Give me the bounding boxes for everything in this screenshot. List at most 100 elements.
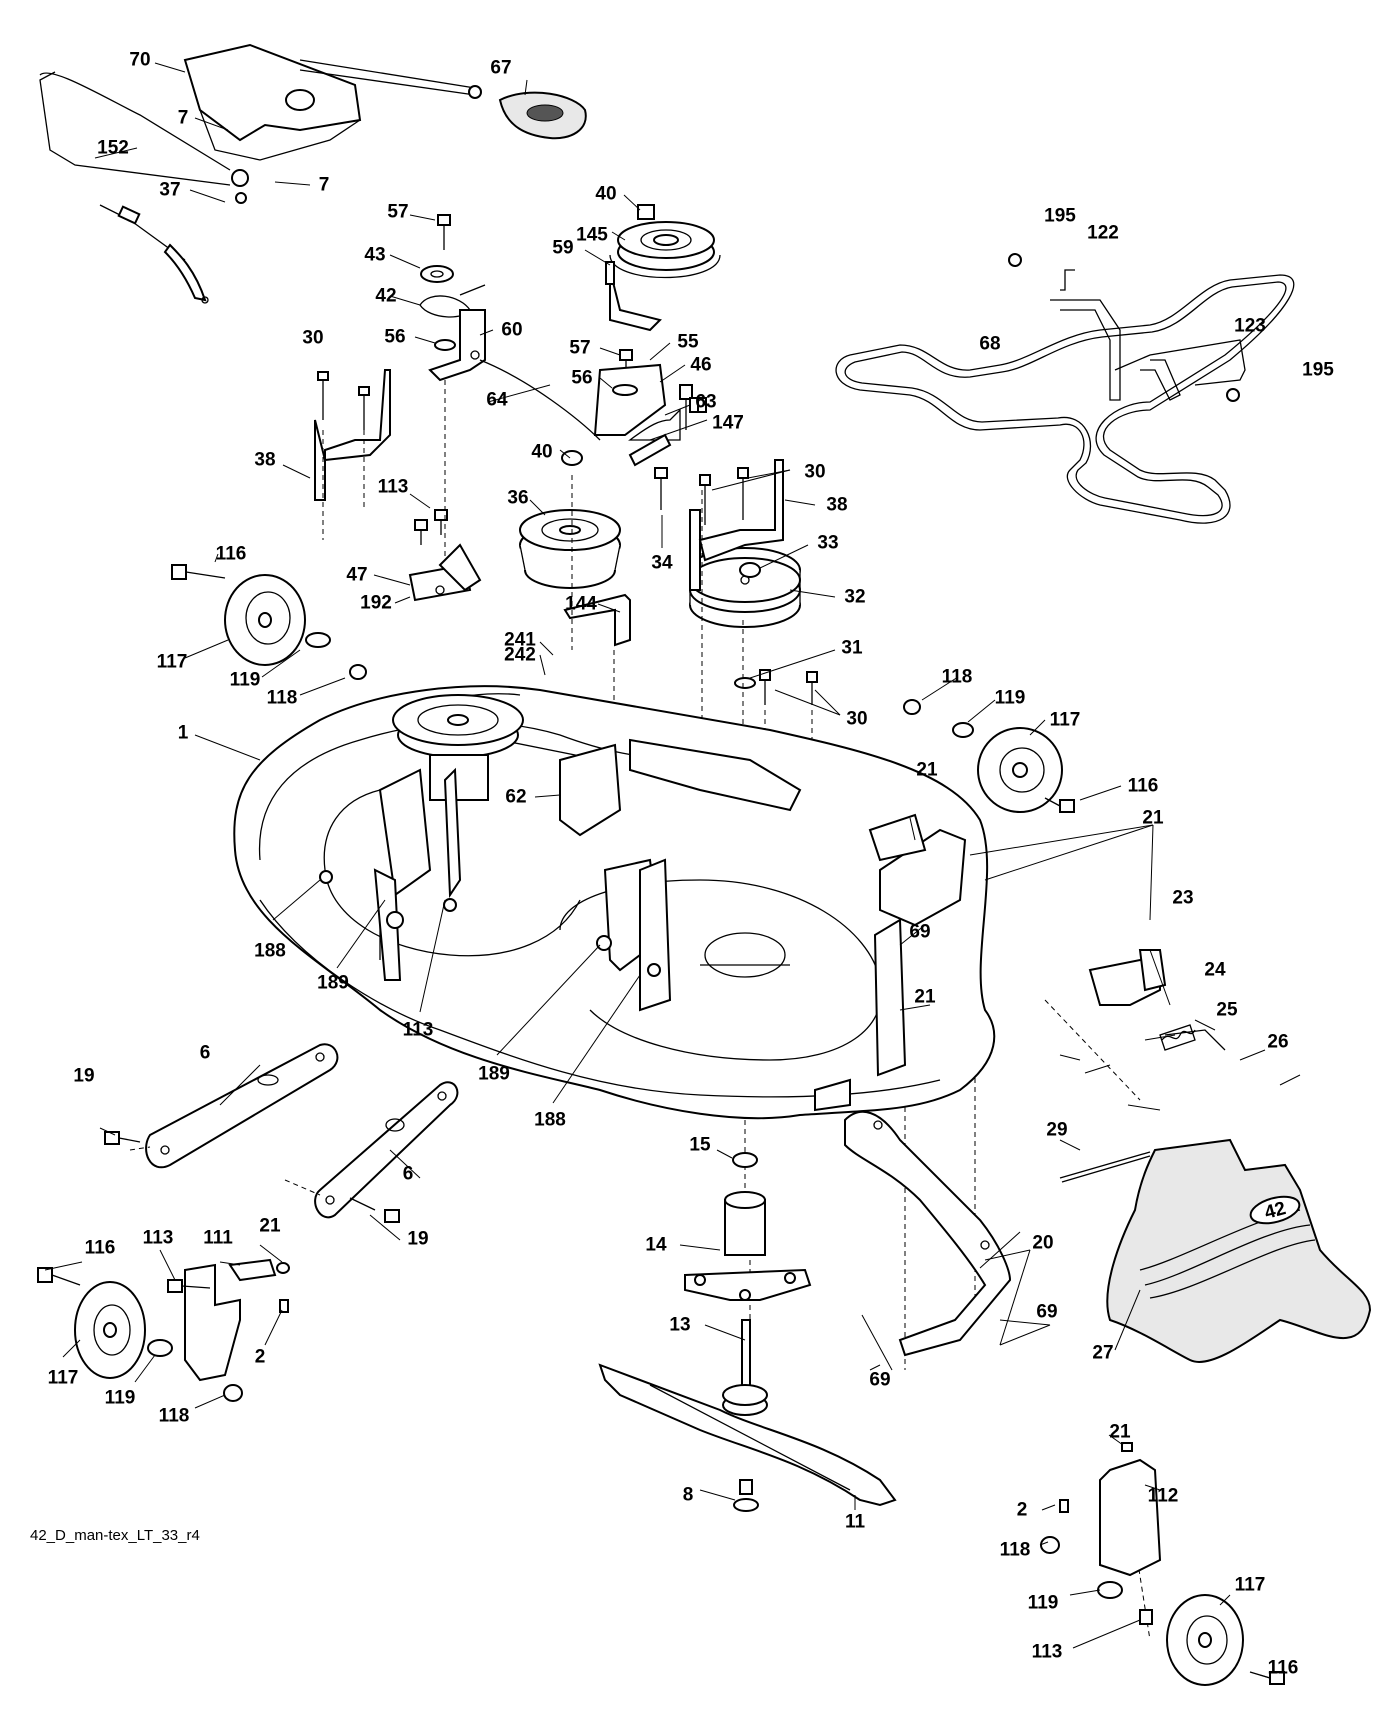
- callout-label: 6: [200, 1043, 211, 1064]
- callout-label: 30: [804, 462, 825, 483]
- callout-label: 36: [507, 488, 528, 509]
- callout-label: 117: [1235, 1575, 1266, 1596]
- callout-label: 2: [255, 1347, 266, 1368]
- callout-label: 25: [1216, 1000, 1238, 1021]
- callout-label: 6: [403, 1164, 414, 1185]
- callout-label: 113: [378, 477, 409, 498]
- belts: [835, 274, 1295, 524]
- callout-label: 2: [1017, 1500, 1028, 1521]
- callout-label: 46: [690, 355, 711, 376]
- callout-label: 56: [571, 368, 592, 389]
- callout-label: 241: [504, 630, 536, 651]
- callout-label: 19: [407, 1229, 428, 1250]
- callout-label: 192: [360, 593, 392, 614]
- callout-label: 26: [1267, 1032, 1288, 1053]
- callout-label: 63: [695, 392, 716, 413]
- callout-label: 195: [1302, 360, 1334, 381]
- callout-label: 118: [267, 688, 298, 709]
- mounting-brackets: [104, 1043, 459, 1223]
- callout-label: 117: [48, 1368, 79, 1389]
- callout-label: 69: [869, 1370, 890, 1391]
- callout-label: 21: [259, 1216, 281, 1237]
- callout-label: 15: [689, 1135, 711, 1156]
- spindle-assembly: [598, 1152, 897, 1512]
- callout-label: 189: [317, 973, 349, 994]
- leader-lines: [44, 62, 1301, 1679]
- callout-label: 7: [178, 108, 189, 129]
- callout-label: 30: [302, 328, 323, 349]
- callout-label: 40: [531, 442, 552, 463]
- callout-label: 113: [143, 1228, 174, 1249]
- callout-label: 119: [1028, 1593, 1059, 1614]
- callout-label: 57: [387, 202, 408, 223]
- callout-label: 152: [97, 138, 129, 159]
- callout-label: 37: [159, 180, 180, 201]
- discharge-chute: 42: [1059, 1138, 1372, 1363]
- callout-label: 113: [403, 1020, 434, 1041]
- diagram-code: 42_D_man-tex_LT_33_r4: [30, 1527, 200, 1544]
- callout-label: 55: [677, 332, 699, 353]
- callout-label: 8: [683, 1485, 694, 1506]
- callout-label: 38: [826, 495, 847, 516]
- callout-label: 56: [384, 327, 405, 348]
- callout-label: 188: [254, 941, 286, 962]
- callout-label: 68: [979, 334, 1000, 355]
- callout-label: 188: [534, 1110, 566, 1131]
- callout-label: 116: [85, 1238, 116, 1259]
- callout-label: 145: [576, 225, 608, 246]
- callout-label: 116: [1128, 776, 1159, 797]
- callout-label: 119: [230, 670, 261, 691]
- callout-label: 19: [73, 1066, 94, 1087]
- callout-label: 24: [1204, 960, 1226, 981]
- callout-label: 57: [569, 338, 590, 359]
- callout-label: 116: [216, 544, 247, 565]
- callout-label: 189: [478, 1064, 510, 1085]
- callout-label: 21: [1109, 1422, 1131, 1443]
- callout-label: 29: [1046, 1120, 1067, 1141]
- callout-label: 117: [1050, 710, 1081, 731]
- callout-label: 42: [375, 286, 396, 307]
- callout-label: 69: [1036, 1302, 1057, 1323]
- callout-label: 144: [565, 594, 597, 615]
- callout-label: 47: [346, 565, 367, 586]
- callout-label: 122: [1087, 223, 1119, 244]
- callout-label: 7: [319, 175, 330, 196]
- callout-label: 31: [841, 638, 863, 659]
- callout-label: 13: [669, 1315, 690, 1336]
- callout-label: 119: [995, 688, 1026, 709]
- callout-label: 20: [1032, 1233, 1053, 1254]
- callout-label: 67: [490, 58, 511, 79]
- callout-label: 62: [505, 787, 526, 808]
- mower-deck: [233, 685, 996, 1120]
- callout-label: 21: [1142, 808, 1164, 829]
- callout-label: 118: [942, 667, 973, 688]
- callout-label: 111: [203, 1228, 233, 1249]
- lift-lever-assembly: [39, 43, 482, 304]
- callout-label: 64: [486, 390, 508, 411]
- callout-label: 21: [916, 760, 938, 781]
- callout-label: 118: [1000, 1540, 1031, 1561]
- callout-label: 38: [254, 450, 275, 471]
- latch-spring: [1088, 949, 1226, 1051]
- callout-label: 33: [817, 533, 838, 554]
- callout-label: 11: [845, 1512, 866, 1533]
- callout-labels: 70 67 7 7 152 37 57 43 42 56 60 30 38 11…: [48, 50, 1335, 1679]
- callout-label: 113: [1032, 1642, 1063, 1663]
- callout-label: 195: [1044, 206, 1076, 227]
- idler-bracket: [593, 204, 721, 510]
- callout-label: 117: [157, 652, 188, 673]
- callout-label: 40: [595, 184, 616, 205]
- callout-label: 32: [844, 587, 865, 608]
- callout-label: 69: [909, 922, 930, 943]
- callout-label: 242: [504, 645, 536, 666]
- callout-label: 34: [651, 553, 673, 574]
- callout-label: 21: [914, 987, 936, 1008]
- deflector-bracket: [844, 1110, 1012, 1357]
- callout-label: 112: [1148, 1486, 1179, 1507]
- callout-label: 14: [645, 1235, 667, 1256]
- callout-label: 27: [1092, 1343, 1113, 1364]
- callout-label: 30: [846, 709, 867, 730]
- gauge-wheels: [37, 564, 1285, 1686]
- belt-guides: [1008, 253, 1246, 402]
